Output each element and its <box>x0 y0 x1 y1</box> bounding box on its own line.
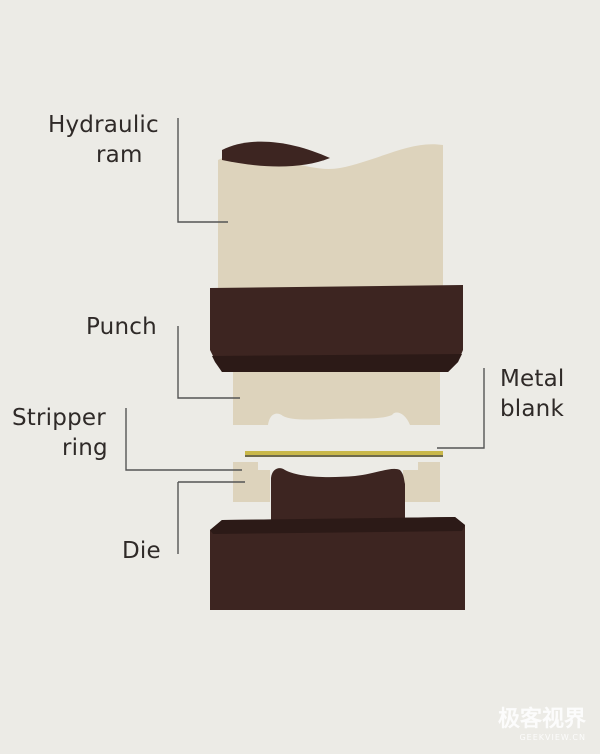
die-base <box>210 517 465 610</box>
hydraulic-ram-body <box>218 144 443 290</box>
punch-collar <box>210 285 463 372</box>
label-punch-line1: Punch <box>86 314 157 340</box>
label-stripper-ring: Stripper ring <box>12 403 108 463</box>
die-upper <box>271 468 405 520</box>
die-base-top-edge <box>210 517 465 534</box>
stripper-ring-left <box>233 462 270 502</box>
hydraulic-ram <box>218 141 443 290</box>
label-hydraulic-ram-line2: ram <box>96 142 143 168</box>
label-punch: Punch <box>86 312 157 342</box>
leader-metal-blank <box>437 368 485 449</box>
punch-collar-body <box>210 285 463 372</box>
leader-punch <box>177 326 240 399</box>
label-hydraulic-ram-line1: Hydraulic <box>48 112 159 138</box>
label-hydraulic-ram: Hydraulic ram <box>48 110 159 170</box>
die-base-body <box>210 517 465 610</box>
leader-stripper-ring <box>125 408 242 471</box>
watermark-main: 极客视界 <box>497 707 586 732</box>
stripper-ring-right <box>403 462 440 502</box>
label-metal-blank: Metal blank <box>500 364 565 424</box>
hydraulic-ram-top <box>222 141 330 167</box>
leader-lines <box>125 118 485 554</box>
watermark: 极客视界 GEEKVIEW.CN <box>498 701 586 742</box>
leader-hydraulic-ram <box>177 118 228 223</box>
label-stripper-ring-line1: Stripper <box>12 405 106 431</box>
watermark-sub: GEEKVIEW.CN <box>519 733 586 742</box>
metal-blank-edge <box>245 455 443 457</box>
label-stripper-ring-line2: ring <box>62 435 108 461</box>
leader-die <box>177 481 245 554</box>
metal-blank-plate <box>245 451 443 455</box>
punch-collar-edge <box>212 354 462 372</box>
label-die: Die <box>122 536 161 566</box>
punch <box>233 372 440 425</box>
label-die-line1: Die <box>122 538 161 564</box>
label-metal-blank-line2: blank <box>500 396 564 422</box>
metal-blank <box>245 451 443 457</box>
label-metal-blank-line1: Metal <box>500 366 565 392</box>
stripper-ring <box>233 462 440 502</box>
